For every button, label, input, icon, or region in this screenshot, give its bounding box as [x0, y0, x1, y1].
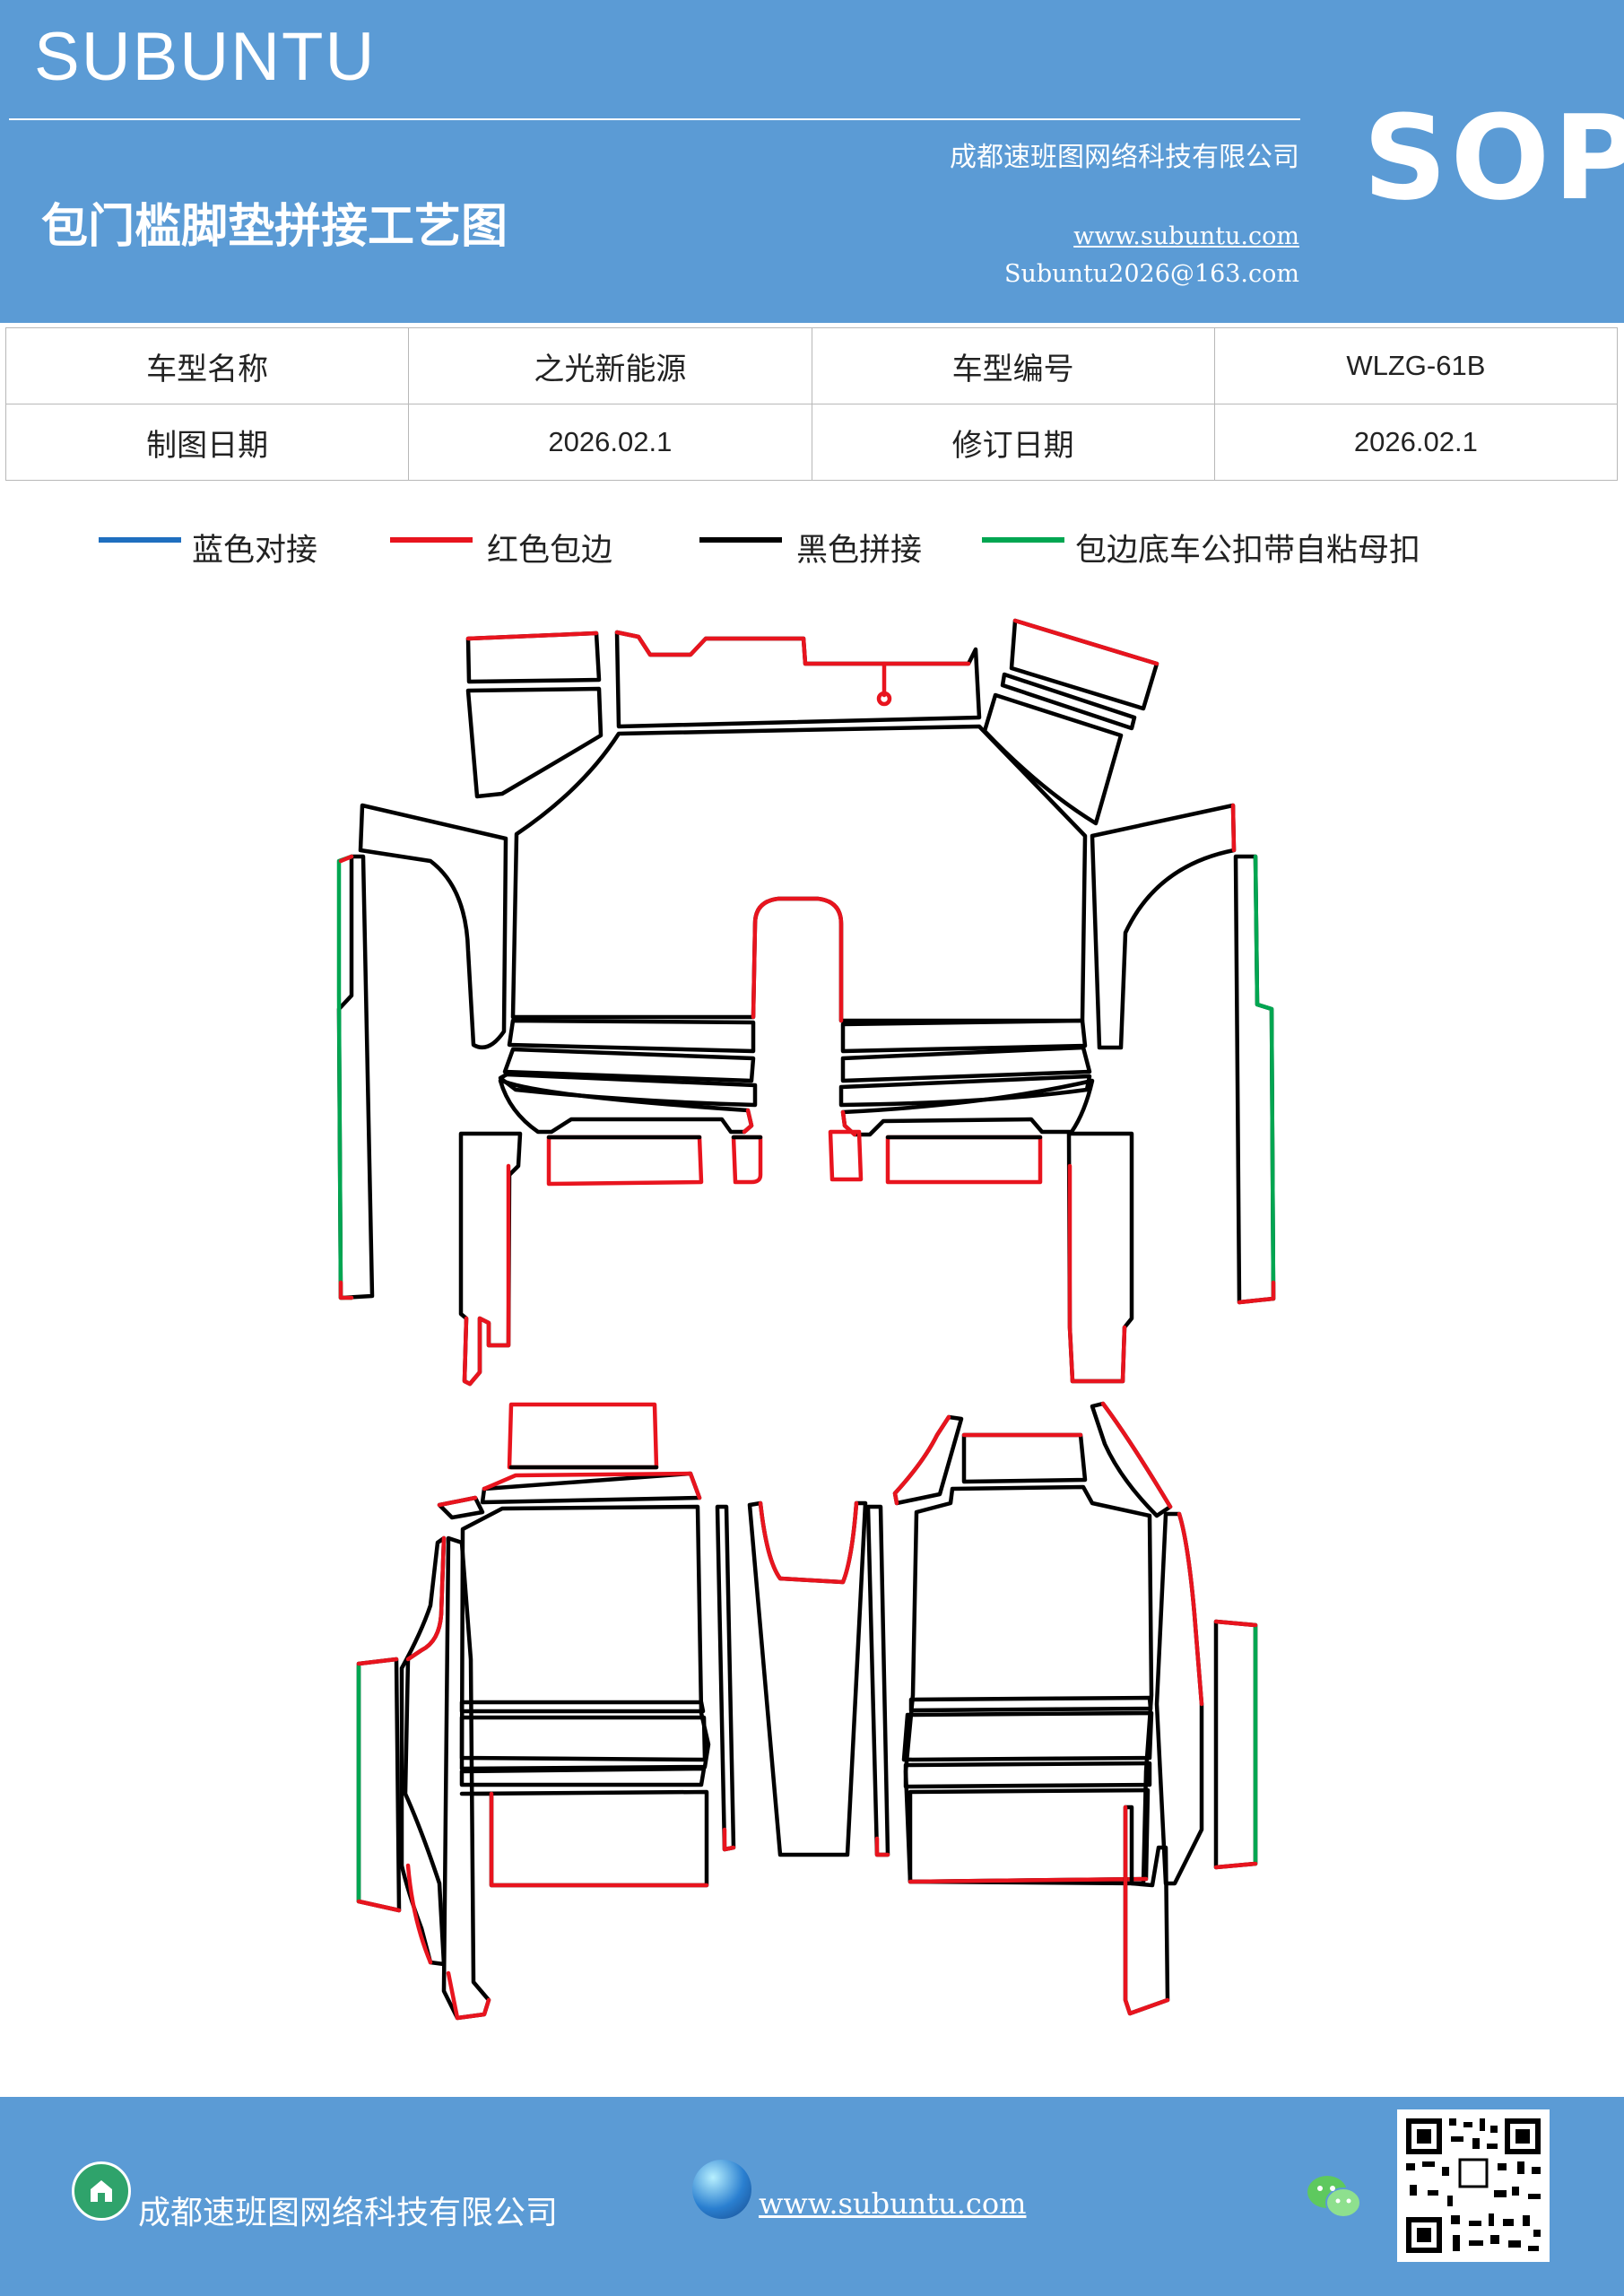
mat-piece	[908, 1787, 1151, 1884]
brand-name: SUBUNTU	[34, 19, 377, 95]
legend-label: 红色包边	[487, 533, 613, 569]
table-row: 车型名称 之光新能源 车型编号 WLZG-61B	[4, 327, 1619, 404]
mat-piece	[459, 1789, 709, 1888]
mat-piece	[865, 1504, 890, 1857]
table-cell: 修订日期	[811, 404, 1215, 481]
mat-piece	[498, 1078, 754, 1135]
legend-label: 黑色拼接	[796, 533, 923, 569]
mat-piece	[1213, 1619, 1258, 1870]
home-icon	[72, 2161, 131, 2221]
header-company: 成都速班图网络科技有限公司	[950, 142, 1299, 173]
footer-url-link[interactable]: www.subuntu.com	[759, 2187, 1027, 2221]
mat-piece	[901, 1710, 1154, 1762]
mat-piece	[465, 686, 604, 799]
mat-piece	[1000, 672, 1137, 731]
mat-piece	[336, 854, 375, 1300]
mat-piece	[840, 1045, 1092, 1083]
table-cell: 之光新能源	[408, 327, 812, 404]
mat-piece	[358, 803, 508, 1050]
table-cell: 2026.02.1	[408, 404, 812, 481]
mat-piece	[507, 1018, 756, 1054]
mat-piece	[507, 1402, 659, 1470]
mat-piece	[546, 1135, 704, 1187]
mat-piece	[828, 1129, 864, 1182]
table-cell: 2026.02.1	[1213, 404, 1619, 481]
floor-mat-diagram	[336, 618, 1276, 2021]
mat-piece	[399, 1535, 447, 1967]
header-banner: SUBUNTU 包门槛脚垫拼接工艺图 成都速班图网络科技有限公司 www.sub…	[0, 0, 1624, 323]
header-url-link[interactable]: www.subuntu.com	[1073, 222, 1299, 250]
mat-piece	[903, 1484, 1154, 1886]
mat-piece	[465, 631, 602, 684]
table-row: 制图日期 2026.02.1 修订日期 2026.02.1	[4, 404, 1619, 481]
table-cell: 车型编号	[811, 327, 1215, 404]
mat-piece	[510, 724, 1088, 1023]
vehicle-info-table: 车型名称 之光新能源 车型编号 WLZG-61B 制图日期 2026.02.1 …	[4, 327, 1619, 481]
mat-piece	[480, 1471, 702, 1505]
mat-piece	[459, 1715, 708, 1762]
legend-swatch	[390, 537, 473, 543]
sop-badge: SOP	[1363, 90, 1624, 226]
mat-piece	[1090, 1401, 1173, 1518]
legend-swatch	[99, 537, 181, 543]
legend-swatch	[982, 537, 1064, 543]
mat-piece	[459, 1700, 706, 1714]
header-divider	[9, 118, 1300, 120]
mat-piece	[840, 1018, 1088, 1054]
mat-piece	[459, 1504, 711, 1771]
legend: 蓝色对接 红色包边 黑色拼接 包边底车公扣带自粘母扣	[0, 525, 1624, 570]
wechat-icon	[1307, 2176, 1361, 2218]
mat-piece	[1154, 1511, 1204, 1886]
mat-piece	[903, 1761, 1152, 1789]
footer-company: 成都速班图网络科技有限公司	[138, 2195, 559, 2231]
mat-piece	[502, 1047, 756, 1083]
table-cell: WLZG-61B	[1213, 327, 1619, 404]
mat-piece	[715, 1504, 736, 1852]
footer-banner: 成都速班图网络科技有限公司 www.subuntu.com	[0, 2097, 1624, 2296]
mat-piece	[1090, 803, 1237, 1050]
legend-swatch	[699, 537, 782, 543]
globe-icon	[692, 2160, 751, 2219]
mat-piece	[908, 1695, 1153, 1713]
legend-label: 蓝色对接	[192, 533, 318, 569]
mat-piece	[885, 1135, 1043, 1185]
header-email[interactable]: Subuntu2026@163.com	[1004, 260, 1299, 288]
mat-piece	[961, 1432, 1088, 1484]
mat-piece	[459, 1766, 707, 1787]
mat-piece	[840, 1078, 1095, 1137]
mat-piece	[356, 1657, 402, 1913]
page-title: 包门槛脚垫拼接工艺图	[41, 199, 508, 254]
table-cell: 车型名称	[4, 327, 410, 404]
mat-piece	[731, 1135, 763, 1185]
mat-piece	[614, 630, 982, 729]
qr-code	[1397, 2109, 1550, 2262]
table-cell: 制图日期	[4, 404, 410, 481]
mat-piece	[441, 1535, 491, 2021]
legend-label: 包边底车公扣带自粘母扣	[1075, 533, 1421, 569]
